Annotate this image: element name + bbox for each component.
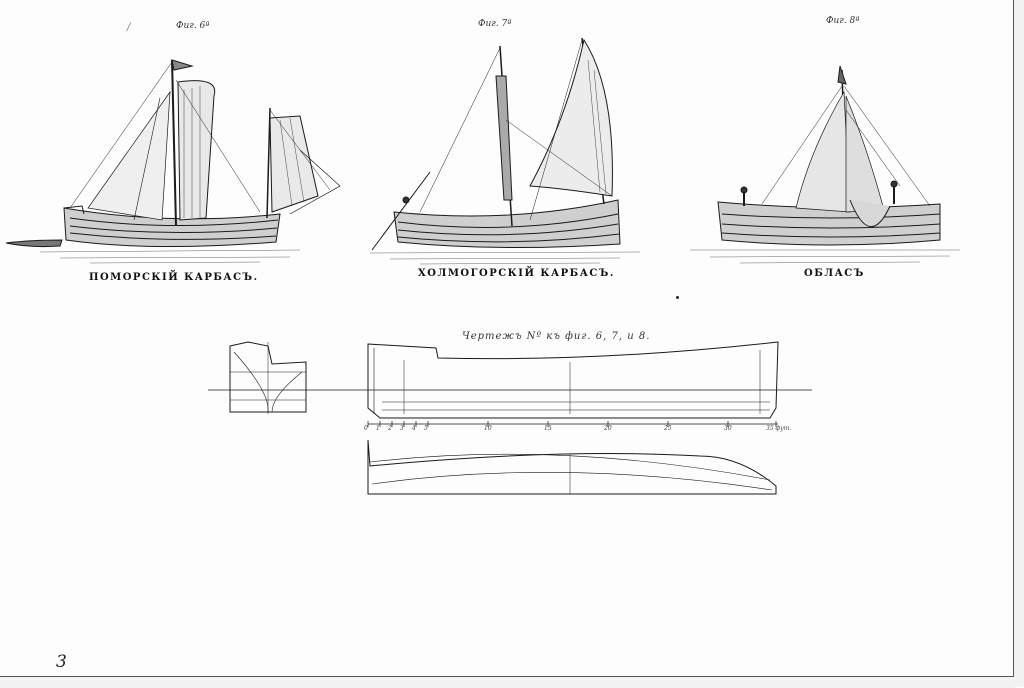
scale-label: 25 bbox=[664, 425, 672, 432]
scale-label: 2 bbox=[388, 425, 392, 432]
scale-label: 35 фут. bbox=[766, 425, 792, 432]
figure-7-label: Фиг. 7ª bbox=[478, 19, 512, 29]
page-number: 3 bbox=[56, 652, 67, 672]
scan-border-right bbox=[1013, 0, 1024, 687]
scale-label: 4 bbox=[412, 425, 416, 432]
figure-6-label: Фиг. 6ª bbox=[176, 21, 210, 31]
scale-labels: 0 1 2 3 4 5 10 15 20 25 30 35 фут. bbox=[364, 425, 794, 435]
corner-mark: / bbox=[127, 22, 131, 33]
caption-kholmogorsky-karbas: ХОЛМОГОРСКІЙ КАРБАСЪ. bbox=[418, 268, 615, 279]
scan-border-bottom bbox=[0, 676, 1014, 688]
scale-label: 10 bbox=[484, 425, 492, 432]
scale-label: 0 bbox=[364, 425, 368, 432]
scale-label: 5 bbox=[424, 425, 428, 432]
scale-label: 3 bbox=[400, 425, 404, 432]
scale-label: 1 bbox=[376, 425, 380, 432]
scale-label: 20 bbox=[604, 425, 612, 432]
caption-pomorsky-karbas: ПОМОРСКІЙ КАРБАСЪ. bbox=[89, 272, 259, 283]
scale-label: 30 bbox=[724, 425, 732, 432]
ink-dot bbox=[676, 296, 679, 299]
scale-label: 15 bbox=[544, 425, 552, 432]
caption-oblas: ОБЛАСЪ bbox=[804, 268, 865, 279]
figure-8-label: Фиг. 8ª bbox=[826, 16, 860, 26]
plan-title: Чертежъ Nº къ фиг. 6, 7, и 8. bbox=[462, 331, 651, 342]
